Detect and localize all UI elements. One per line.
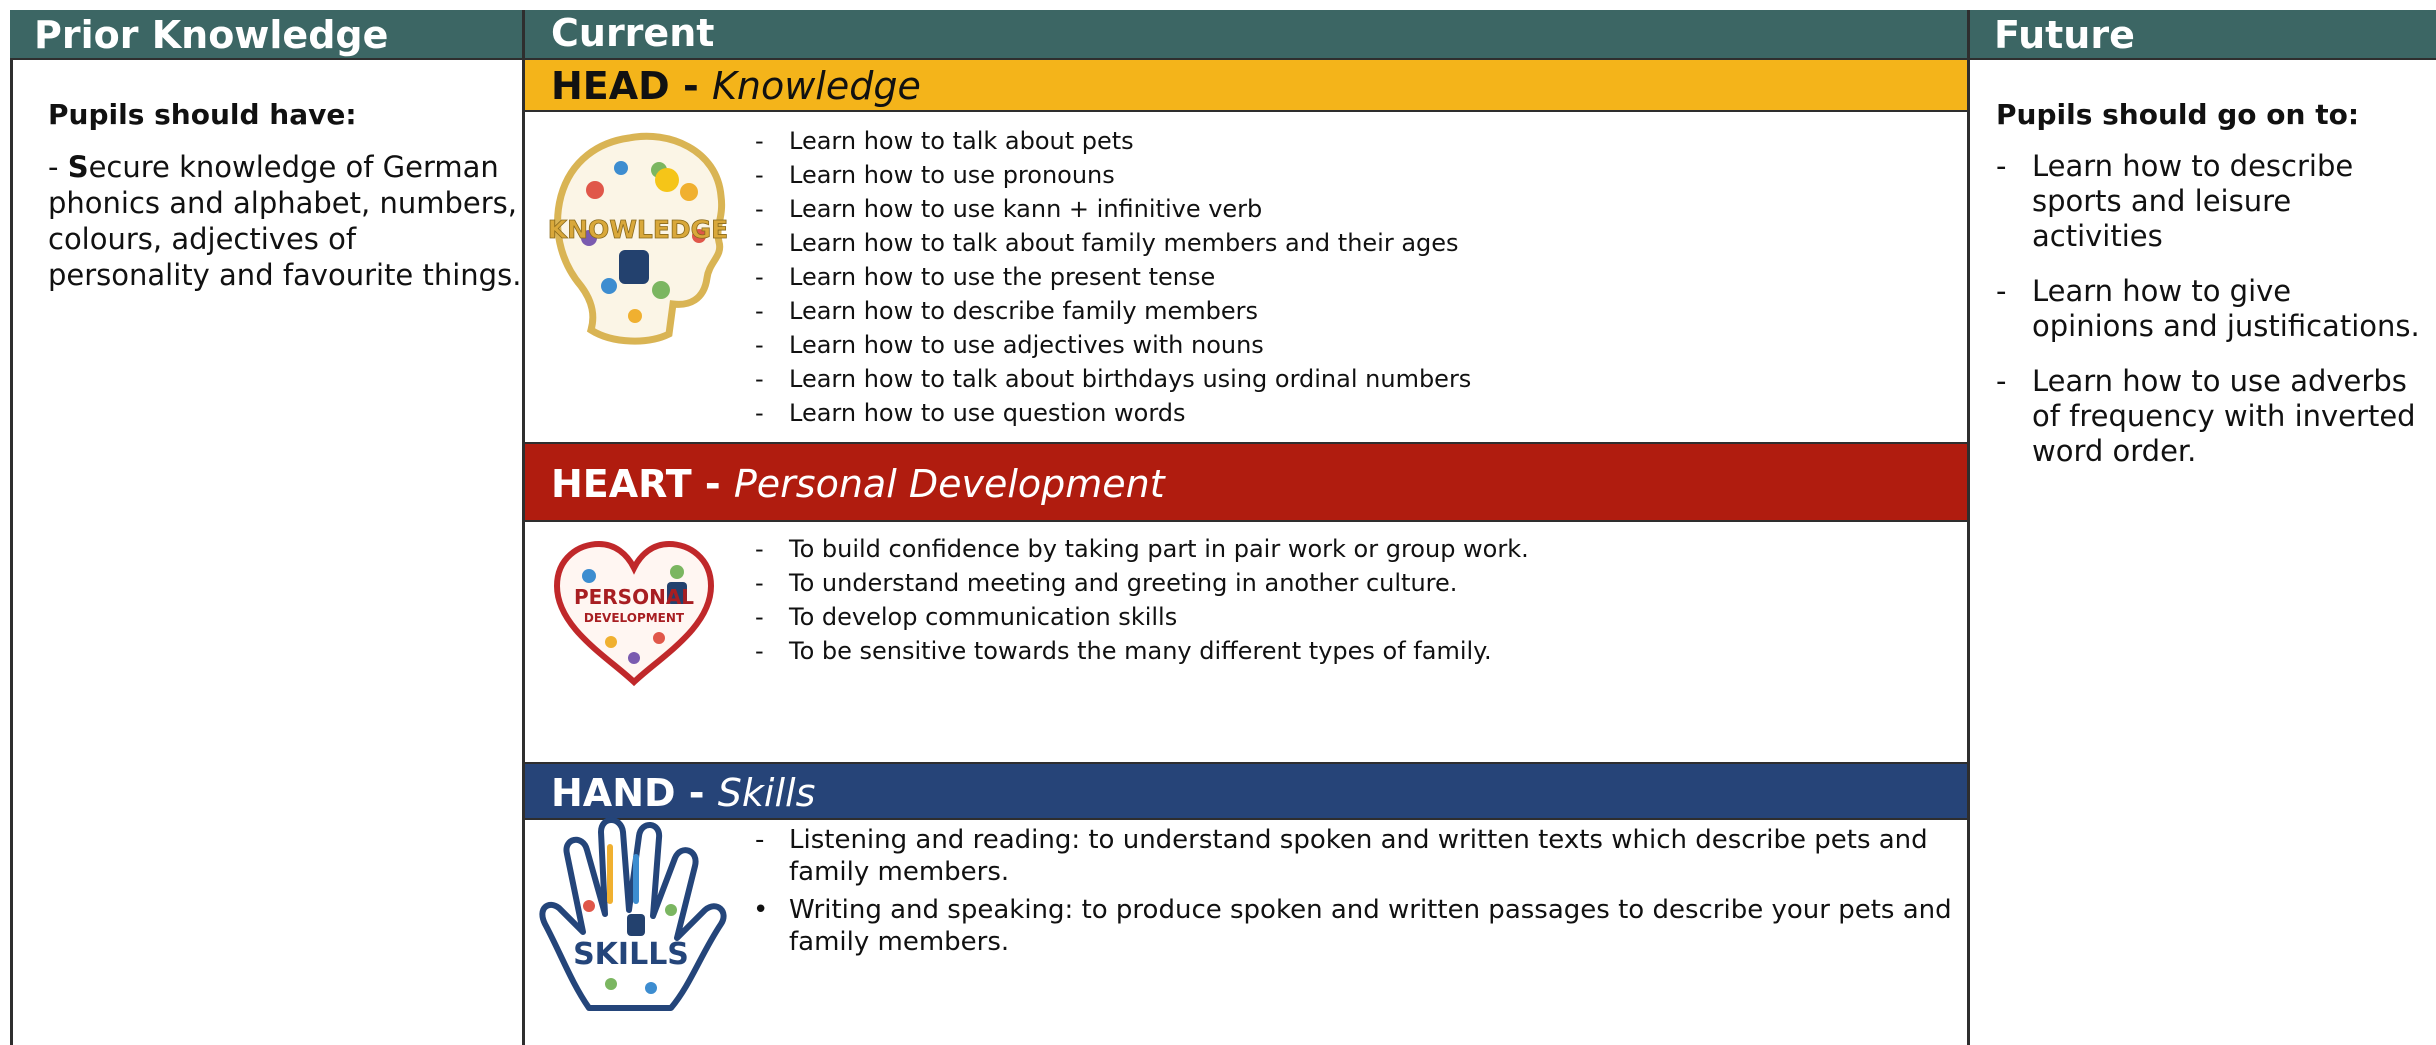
future-item: Learn how to describe sports and leisure… xyxy=(1996,149,2422,254)
skills-section: SKILLS Listening and reading: to underst… xyxy=(525,817,1967,1045)
knowledge-item: Learn how to use pronouns xyxy=(749,158,1957,192)
knowledge-list: Learn how to talk about pets Learn how t… xyxy=(749,124,1957,430)
personal-development-section: PERSONAL DEVELOPMENT To build confidence… xyxy=(525,522,1967,762)
future-list: Learn how to describe sports and leisure… xyxy=(1996,149,2422,469)
knowledge-item: Learn how to talk about birthdays using … xyxy=(749,362,1957,396)
skills-hand-icon: SKILLS xyxy=(539,817,727,1011)
current-column: Current HEAD - Knowledge KNOWLEDGE Learn… xyxy=(525,10,1970,1045)
future-title: Pupils should go on to: xyxy=(1996,98,2360,131)
pd-image-text-1: PERSONAL xyxy=(574,585,694,609)
heart-band: HEART - Personal Development xyxy=(525,442,1967,522)
prior-knowledge-header: Prior Knowledge xyxy=(10,10,522,60)
hand-band: HAND - Skills xyxy=(525,762,1967,820)
current-header: Current xyxy=(525,10,1967,60)
future-body: Pupils should go on to: Learn how to des… xyxy=(1970,60,2436,469)
knowledge-item: Learn how to use question words xyxy=(749,396,1957,430)
knowledge-image-text: KNOWLEDGE xyxy=(549,215,727,244)
knowledge-item: Learn how to use kann + infinitive verb xyxy=(749,192,1957,226)
prior-text-bold: S xyxy=(67,150,89,184)
knowledge-item: Learn how to talk about family members a… xyxy=(749,226,1957,260)
cropped-top-text xyxy=(50,0,350,6)
future-header: Future xyxy=(1970,10,2436,60)
prior-text-lead: - xyxy=(48,150,68,184)
head-band: HEAD - Knowledge xyxy=(525,60,1967,112)
knowledge-item: Learn how to use adjectives with nouns xyxy=(749,328,1957,362)
future-column: Future Pupils should go on to: Learn how… xyxy=(1970,10,2436,1045)
skills-image-text: SKILLS xyxy=(573,937,689,972)
future-item: Learn how to use adverbs of frequency wi… xyxy=(1996,364,2422,469)
personal-development-item: To develop communication skills xyxy=(749,600,1957,634)
knowledge-section: KNOWLEDGE Learn how to talk about pets L… xyxy=(525,112,1967,442)
knowledge-head-icon: KNOWLEDGE xyxy=(549,132,727,345)
personal-development-item: To be sensitive towards the many differe… xyxy=(749,634,1957,668)
personal-development-item: To build confidence by taking part in pa… xyxy=(749,532,1957,566)
personal-development-list: To build confidence by taking part in pa… xyxy=(749,532,1957,668)
head-label-bold: HEAD - xyxy=(551,64,712,108)
prior-text-rest: ecure knowledge of German phonics and al… xyxy=(48,150,522,292)
skills-item: Writing and speaking: to produce spoken … xyxy=(749,894,1957,958)
prior-knowledge-body: Pupils should have: - Secure knowledge o… xyxy=(10,60,522,293)
knowledge-item: Learn how to use the present tense xyxy=(749,260,1957,294)
knowledge-item: Learn how to describe family members xyxy=(749,294,1957,328)
knowledge-item: Learn how to talk about pets xyxy=(749,124,1957,158)
pd-image-text-2: DEVELOPMENT xyxy=(584,611,685,625)
skills-item: Listening and reading: to understand spo… xyxy=(749,824,1957,888)
heart-label-bold: HEART - xyxy=(551,462,734,506)
prior-knowledge-title: Pupils should have: xyxy=(48,98,357,131)
personal-development-item: To understand meeting and greeting in an… xyxy=(749,566,1957,600)
prior-knowledge-text: - Secure knowledge of German phonics and… xyxy=(48,149,522,293)
personal-development-heart-icon: PERSONAL DEVELOPMENT xyxy=(553,540,715,687)
prior-knowledge-column: Prior Knowledge Pupils should have: - Se… xyxy=(10,10,525,1045)
skills-list: Listening and reading: to understand spo… xyxy=(749,824,1957,964)
future-item: Learn how to give opinions and justifica… xyxy=(1996,274,2422,344)
heart-label-italic: Personal Development xyxy=(733,462,1165,506)
hand-label-bold: HAND - xyxy=(551,771,718,815)
head-label-italic: Knowledge xyxy=(711,64,921,108)
hand-label-italic: Skills xyxy=(717,771,816,815)
